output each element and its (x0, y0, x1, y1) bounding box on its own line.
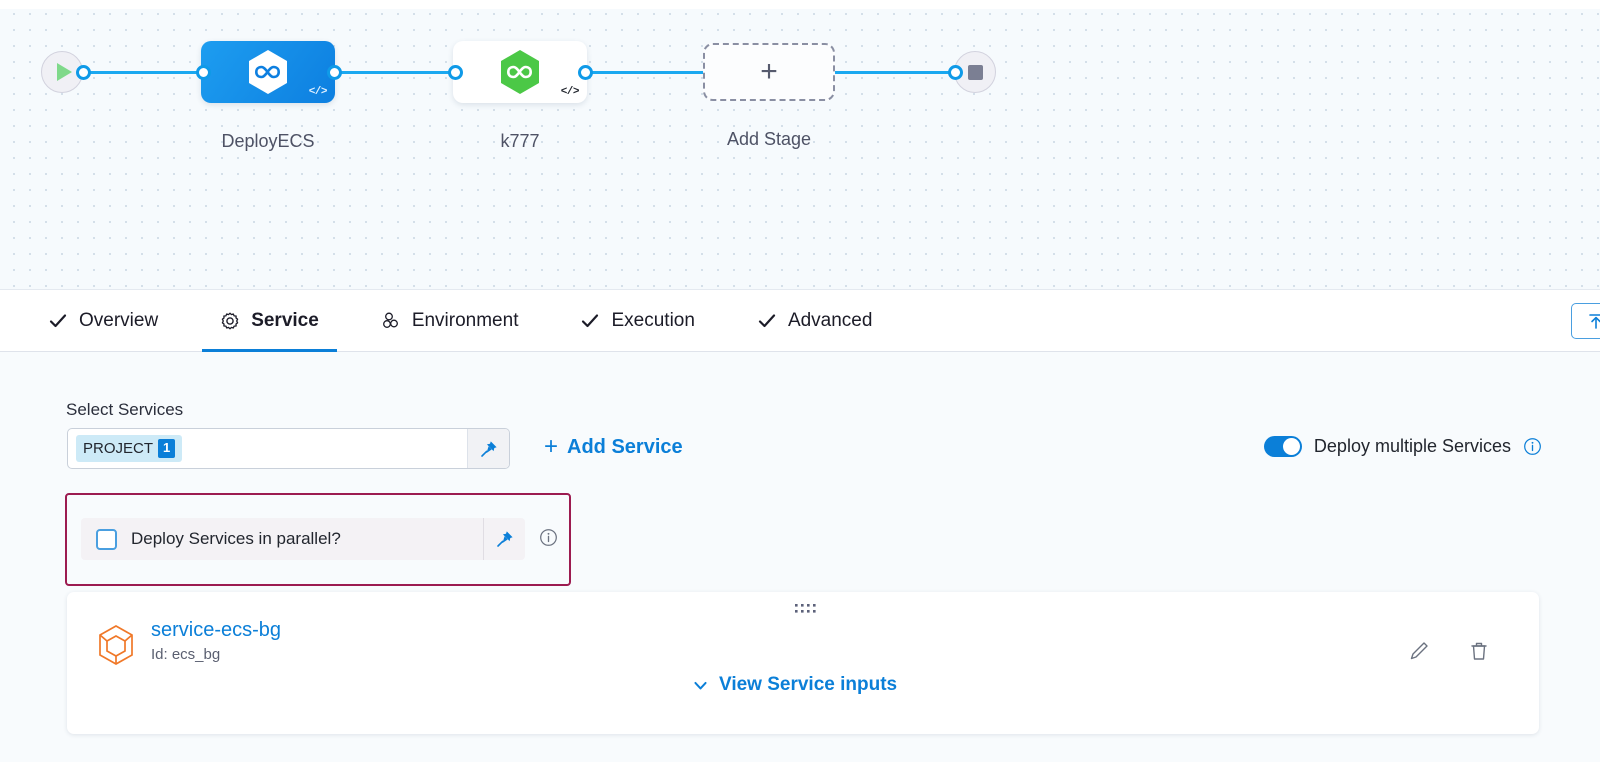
pin-icon (480, 440, 497, 457)
service-id-text: Id: ecs_bg (151, 646, 221, 663)
view-service-inputs-label: View Service inputs (719, 674, 898, 695)
service-cube-icon (99, 625, 133, 665)
harness-infinity-green-icon (501, 50, 539, 94)
chevron-down-icon (694, 681, 707, 689)
tab-execution[interactable]: Execution (562, 290, 712, 352)
chip-count-badge: 1 (158, 439, 176, 458)
deploy-parallel-field[interactable]: Deploy Services in parallel? (81, 518, 525, 560)
port-deployecs-in[interactable] (196, 65, 211, 80)
edge-addstage-to-end (832, 71, 962, 74)
pencil-icon[interactable] (1407, 639, 1431, 663)
port-k777-out[interactable] (578, 65, 593, 80)
select-services-pin-button[interactable] (467, 429, 509, 468)
deploy-multiple-services-row[interactable]: Deploy multiple Services (1263, 436, 1542, 457)
tab-environment[interactable]: Environment (363, 290, 537, 352)
tab-label: Overview (79, 310, 159, 331)
port-start-out[interactable] (76, 65, 91, 80)
cluster-icon (382, 312, 398, 328)
plus-icon: + (760, 55, 778, 88)
stop-icon (967, 64, 983, 80)
stage-code-badge[interactable]: </> (560, 86, 580, 98)
stage-node-k777[interactable]: </> (453, 41, 587, 103)
add-stage-label: Add Stage (726, 129, 812, 149)
deploy-parallel-label: Deploy Services in parallel? (131, 529, 341, 548)
stage-code-badge[interactable]: </> (308, 86, 328, 98)
gear-icon (221, 312, 239, 330)
stage-label-k777: k777 (500, 131, 540, 151)
add-service-label: Add Service (567, 435, 683, 458)
check-icon (49, 314, 67, 328)
deploy-parallel-pin-button[interactable] (483, 518, 525, 560)
service-tab-panel: Select Services PROJECT 1 + Add Service (0, 352, 1600, 762)
deploy-parallel-checkbox[interactable] (96, 528, 117, 550)
view-service-inputs-button[interactable]: View Service inputs (692, 674, 897, 696)
tab-label: Advanced (787, 310, 873, 331)
service-card[interactable]: service-ecs-bg Id: ecs_bg View Service i… (67, 592, 1539, 734)
edge-deployecs-to-k777 (330, 71, 458, 74)
export-template-button[interactable]: S (1571, 303, 1600, 339)
select-services-input[interactable]: PROJECT 1 (68, 429, 467, 468)
port-end-in[interactable] (948, 65, 963, 80)
pipeline-canvas[interactable]: </> DeployECS </> k777 + Add Stage (0, 0, 1600, 290)
deploy-parallel-highlight: Deploy Services in parallel? (65, 493, 571, 586)
tab-service[interactable]: Service (202, 290, 337, 352)
play-icon (56, 63, 72, 81)
deploy-multiple-services-label: Deploy multiple Services (1313, 436, 1511, 456)
selected-service-chip[interactable]: PROJECT 1 (76, 435, 183, 462)
edge-start-to-deployecs (82, 71, 207, 74)
stage-node-deployecs[interactable]: </> (201, 41, 335, 103)
stage-tab-bar: Overview Service Environment (0, 290, 1600, 352)
add-service-button[interactable]: + Add Service (544, 435, 683, 459)
tab-overview[interactable]: Overview (30, 290, 176, 352)
export-upload-icon (1589, 314, 1600, 329)
canvas-top-strip (0, 0, 1600, 9)
edge-k777-to-addstage (580, 71, 710, 74)
stage-label-deployecs: DeployECS (221, 131, 315, 151)
plus-icon: + (544, 433, 559, 460)
select-services-field[interactable]: PROJECT 1 (67, 428, 510, 469)
info-icon[interactable] (539, 528, 558, 547)
toggle-knob (1282, 438, 1300, 455)
tab-label: Environment (411, 310, 519, 331)
drag-handle-icon[interactable] (794, 602, 818, 616)
check-icon (758, 314, 776, 328)
pin-icon (496, 531, 513, 547)
port-k777-in[interactable] (448, 65, 463, 80)
tab-advanced[interactable]: Advanced (739, 290, 891, 352)
info-icon[interactable] (1523, 437, 1542, 456)
harness-infinity-icon (249, 50, 287, 94)
tab-label: Execution (611, 310, 695, 331)
service-name-link[interactable]: service-ecs-bg (151, 619, 282, 641)
deploy-parallel-checkbox-row[interactable]: Deploy Services in parallel? (81, 518, 483, 560)
add-stage-button[interactable]: + (703, 43, 835, 101)
port-deployecs-out[interactable] (327, 65, 342, 80)
tab-label: Service (251, 310, 319, 331)
deploy-multiple-services-toggle[interactable] (1263, 436, 1302, 457)
select-services-label: Select Services (66, 400, 184, 419)
check-icon (582, 314, 599, 328)
tab-list: Overview Service Environment (30, 290, 916, 352)
chip-label: PROJECT (83, 440, 154, 457)
trash-icon[interactable] (1467, 639, 1491, 663)
